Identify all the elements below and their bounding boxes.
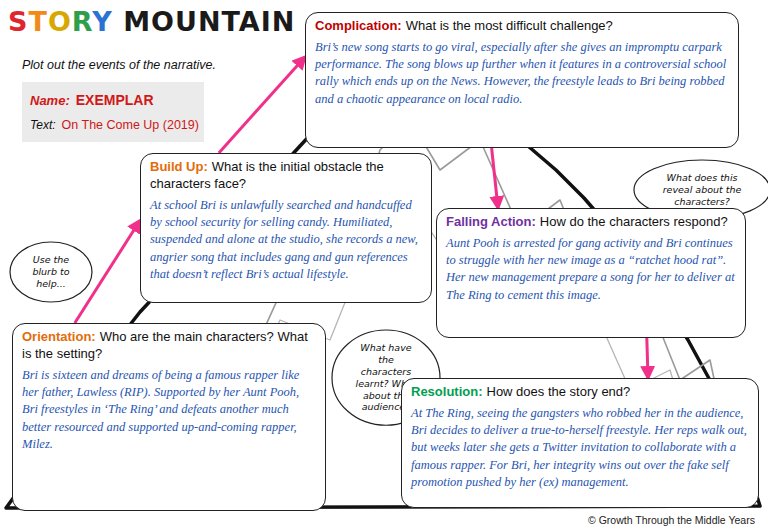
stage-heading: Falling Action: How do the characters res… <box>446 214 736 231</box>
title-letter: N <box>198 6 222 37</box>
stage-box: Resolution: How does the story end? At The… <box>401 378 759 508</box>
stage-heading: Complication: What is the most difficult … <box>315 18 729 35</box>
field-value: On The Come Up (2019) <box>62 118 199 132</box>
stage-label: Orientation: <box>22 329 96 344</box>
stage-question: How does the story end? <box>487 384 631 399</box>
title-letter: Y <box>92 6 113 37</box>
bubble-text: Use the blurb to help... <box>30 254 72 290</box>
stage-heading: Build Up:What is the initial obstacle th… <box>150 159 422 193</box>
bubble-text: What does this reveal about the characte… <box>654 172 750 208</box>
title-letter: I <box>261 6 272 37</box>
bubble-ellipse <box>10 242 92 302</box>
title-letter: T <box>222 6 239 37</box>
stage-summary: Aunt Pooh is arrested for gang activity … <box>446 235 736 304</box>
title-letter: R <box>72 6 92 37</box>
title-letter: S <box>8 6 28 37</box>
instruction-text: Plot out the events of the narrative. <box>22 58 216 72</box>
stage-question: How do the characters respond? <box>540 214 728 229</box>
name-box: Name: EXEMPLAR Text: On The Come Up (2019) <box>22 82 204 142</box>
stage-summary: At The Ring, seeing the gangsters who ro… <box>411 405 749 491</box>
title-letter: T <box>28 6 47 37</box>
page-title: STORY MOUNTAIN <box>8 6 295 37</box>
stage-summary: At school Bri is unlawfully searched and… <box>150 197 422 283</box>
stage-label: Complication: <box>315 18 402 33</box>
field-value: EXEMPLAR <box>76 92 154 108</box>
name-line: Text: On The Come Up (2019) <box>30 112 196 136</box>
flow-arrow <box>647 338 648 378</box>
title-letter: M <box>123 6 151 37</box>
thought-bubble: What does this reveal about the characte… <box>650 170 754 210</box>
thought-bubble: Use the blurb to help... <box>26 252 76 292</box>
title-letter: U <box>175 6 198 37</box>
copyright-note: © Growth Through the Middle Years <box>588 514 755 526</box>
stage-heading: Resolution: How does the story end? <box>411 384 749 401</box>
title-letter: N <box>272 6 296 37</box>
title-letter: A <box>239 6 261 37</box>
title-letter <box>113 6 123 37</box>
name-line: Name: EXEMPLAR <box>30 88 196 112</box>
title-letter: O <box>151 6 175 37</box>
stage-box: Complication: What is the most difficult … <box>305 12 739 148</box>
stage-heading: Orientation:Who are the main characters?… <box>22 329 316 363</box>
field-label: Text: <box>30 118 56 132</box>
stage-box: Orientation:Who are the main characters?… <box>12 323 326 511</box>
stage-question: What is the most difficult challenge? <box>406 18 613 33</box>
stage-box: Build Up:What is the initial obstacle th… <box>140 153 432 303</box>
stage-label: Build Up: <box>150 159 208 174</box>
stage-label: Resolution: <box>411 384 483 399</box>
flow-arrow <box>219 57 305 153</box>
stage-summary: Bri is sixteen and dreams of being a fam… <box>22 367 316 453</box>
stage-summary: Bri’s new song starts to go viral, espec… <box>315 39 729 108</box>
field-label: Name: <box>30 93 70 108</box>
stage-box: Falling Action: How do the characters res… <box>436 208 746 338</box>
title-letter: O <box>48 6 72 37</box>
flow-arrow <box>492 148 498 208</box>
stage-label: Falling Action: <box>446 214 536 229</box>
